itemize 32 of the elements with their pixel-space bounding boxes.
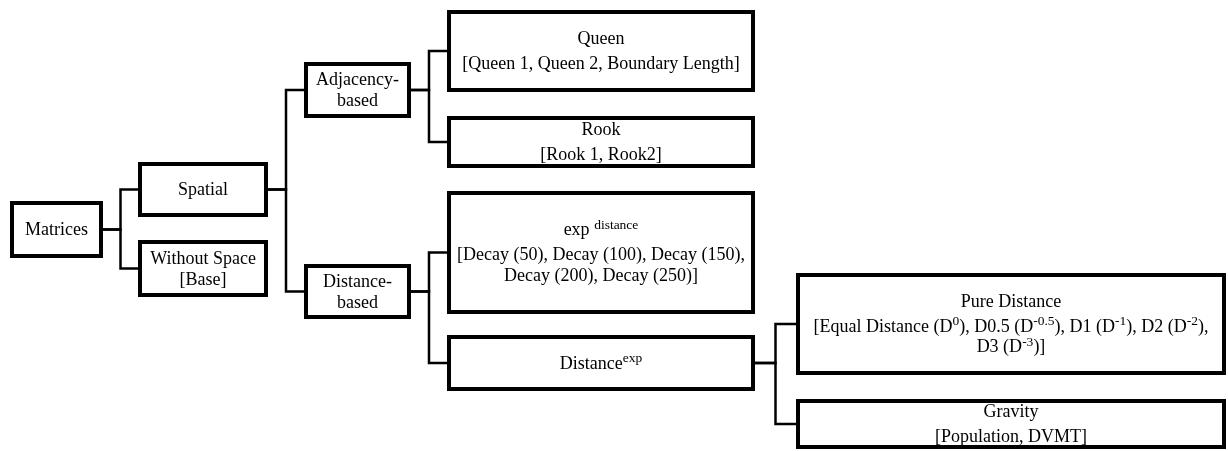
- category-box: [447, 335, 755, 391]
- category-box: [138, 240, 268, 297]
- connector-line: [411, 88, 447, 144]
- category-title: Distance-based: [322, 270, 393, 313]
- category-box: [304, 264, 411, 319]
- connector-line: [268, 188, 304, 293]
- category-items: [Decay (50), Decay (100), Decay (150), Decay (200), Decay (250)]: [456, 244, 746, 286]
- category-items: [Equal Distance (D$^{0}$), D0.5 (D$^{-0.5}$), D1 (D$^{-1}$), D2 (D$^{-2}$), D3 (D$^{-3}$)]: [812, 315, 1210, 358]
- connector-line: [411, 290, 447, 365]
- category-items: [Queen 1, Queen 2, Boundary Length]: [462, 53, 740, 74]
- category-title: Without Space [Base]: [149, 247, 257, 290]
- category-items: [Rook 1, Rook2]: [540, 144, 662, 165]
- category-box: [447, 10, 755, 92]
- category-box: [138, 162, 268, 217]
- category-title: Matrices: [25, 219, 88, 240]
- category-title: Queen: [577, 28, 625, 49]
- connector-line: [103, 228, 138, 270]
- category-box: [304, 62, 411, 118]
- category-box: [796, 273, 1226, 375]
- category-box: [447, 191, 755, 314]
- category-title: Distance$^{exp}$: [559, 352, 643, 374]
- category-items: [Population, DVMT]: [935, 426, 1087, 447]
- category-title: Pure Distance: [960, 290, 1062, 312]
- category-box: [447, 116, 755, 168]
- category-title: exp $^{distance}$: [563, 219, 639, 241]
- category-box: [796, 399, 1226, 449]
- category-title: Spatial: [178, 179, 228, 200]
- category-title: Rook: [581, 119, 621, 140]
- category-title: Gravity: [983, 401, 1039, 422]
- category-box: [10, 201, 103, 258]
- category-title: Adjacency-based: [315, 69, 400, 111]
- connector-line: [755, 361, 796, 426]
